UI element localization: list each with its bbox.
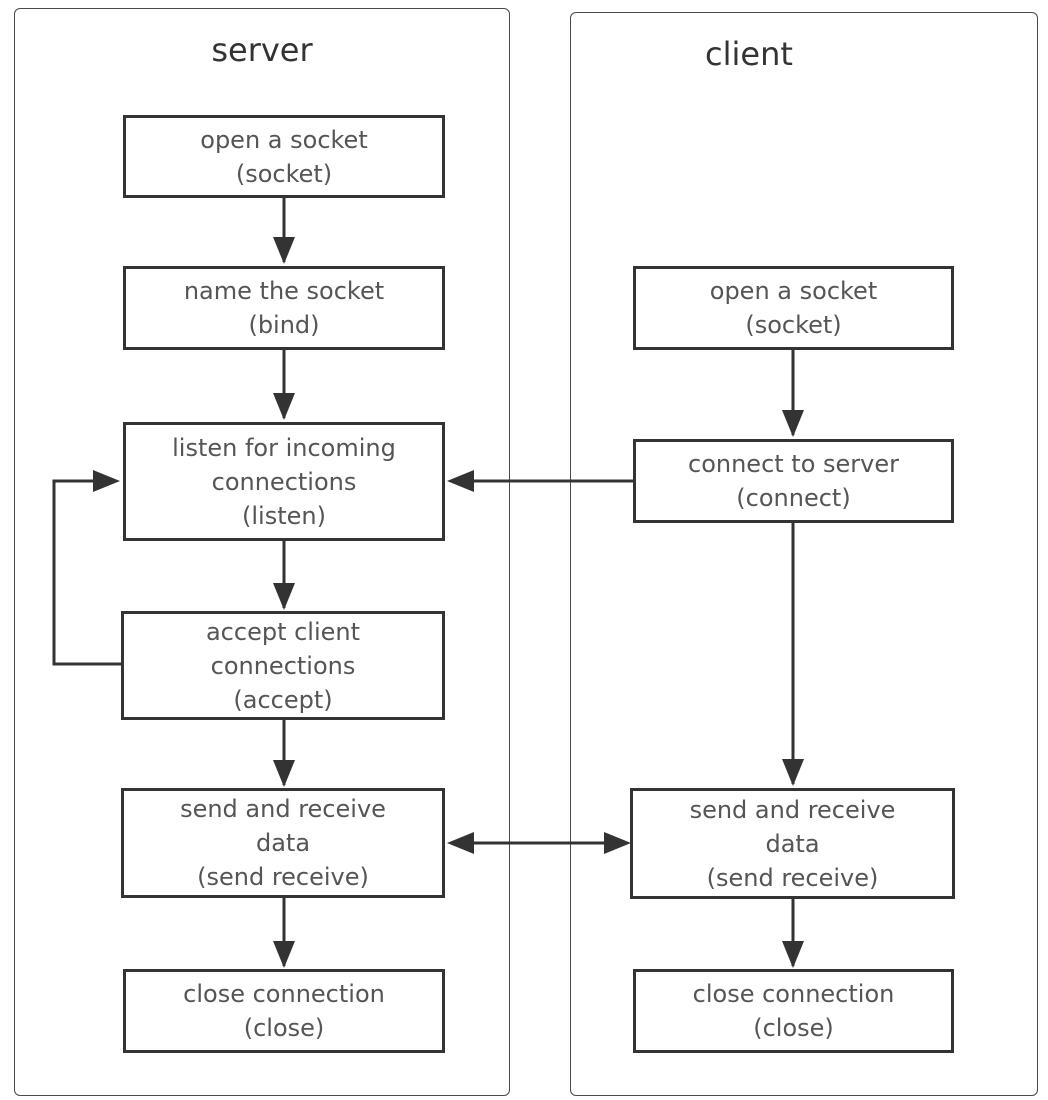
node-text-line: (close) [243,1014,325,1042]
node-text-line: name the socket [183,277,385,305]
node-text-line: connections [210,651,356,680]
node-text-line: (send receive) [706,863,879,892]
node-text-line: open a socket [709,277,878,305]
node-text-line: accept client [205,617,361,646]
node-text-line: (listen) [242,501,326,530]
arrowhead-exchange-left [447,832,474,854]
node-text-line: connections [211,467,357,496]
client-node-open-socket: open a socket (socket) [633,266,954,350]
client-lane: client [570,12,1038,1096]
arrowhead-exchange-right [604,832,631,854]
node-text-line: (connect) [736,484,851,512]
client-node-send-receive: send and receive data (send receive) [630,788,955,899]
client-node-connect: connect to server (connect) [633,439,954,523]
arrowhead-server-send [273,760,295,787]
server-node-bind: name the socket (bind) [123,266,445,350]
arrowhead-server-close [273,941,295,968]
arrowhead-server-accept [273,583,295,610]
node-text-line: close connection [692,980,895,1008]
node-text-line: data [255,829,311,857]
node-text-line: listen for incoming [172,433,396,462]
arrowhead-server-bind [273,237,295,264]
node-text-line: close connection [183,980,385,1008]
server-node-open-socket: open a socket (socket) [123,115,445,198]
server-node-close: close connection (close) [123,969,445,1053]
node-text-line: connect to server [688,450,899,478]
server-node-send-receive: send and receive data (send receive) [121,788,445,898]
client-node-close: close connection (close) [633,969,954,1053]
node-text-line: (send receive) [197,863,369,891]
node-text-line: (close) [753,1014,834,1042]
server-lane: server [14,8,510,1096]
arrowhead-loop-listen [93,470,120,492]
server-node-listen: listen for incoming connections (listen) [123,422,445,541]
node-text-line: (accept) [233,685,333,714]
server-node-accept: accept client connections (accept) [121,611,445,720]
node-text-line: data [765,829,820,858]
node-text-line: open a socket [200,125,368,154]
node-text-line: (bind) [248,311,320,339]
edge-accept-loop-to-listen [52,479,121,666]
node-text-line: send and receive [180,795,386,823]
arrowhead-client-send [782,759,804,786]
server-lane-title: server [211,31,313,69]
arrowhead-client-connect [782,410,804,437]
node-text-line: send and receive [689,795,896,824]
arrowhead-connect-to-listen [447,470,474,492]
node-text-line: (socket) [235,159,333,188]
node-text-line: (socket) [745,311,842,339]
arrowhead-server-listen [273,393,295,420]
client-lane-title: client [705,35,793,73]
arrowhead-client-close [782,941,804,968]
